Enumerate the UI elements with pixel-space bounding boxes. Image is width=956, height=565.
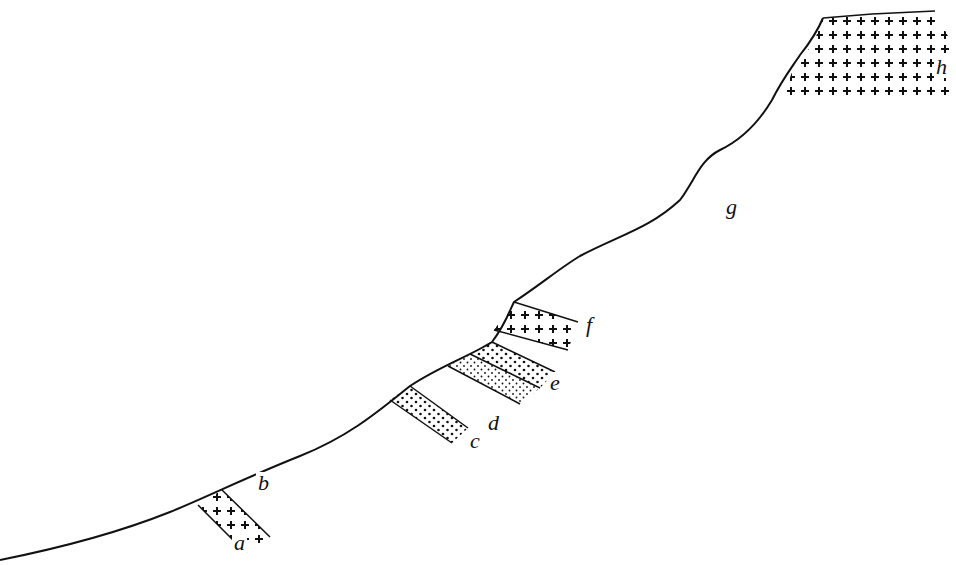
band-edge	[198, 490, 270, 553]
ground-surface	[0, 18, 823, 560]
layer-letter: b	[256, 472, 271, 494]
layer-letter: c	[468, 430, 482, 452]
band-edge	[494, 302, 578, 350]
layer-letter: d	[486, 412, 501, 434]
layer-letter: h	[934, 56, 949, 78]
rock-band	[198, 490, 270, 553]
rock-band	[390, 386, 468, 443]
rock-band	[494, 302, 578, 350]
layer-letter: a	[232, 532, 247, 554]
layer-letter: e	[548, 372, 562, 394]
layer-letter: g	[724, 196, 739, 218]
layer-letter: f	[584, 314, 594, 336]
rock-band	[470, 342, 555, 388]
band-edge	[390, 386, 468, 443]
mass-edge	[823, 11, 935, 18]
band-edge	[448, 342, 555, 404]
rock-mass	[782, 11, 950, 100]
